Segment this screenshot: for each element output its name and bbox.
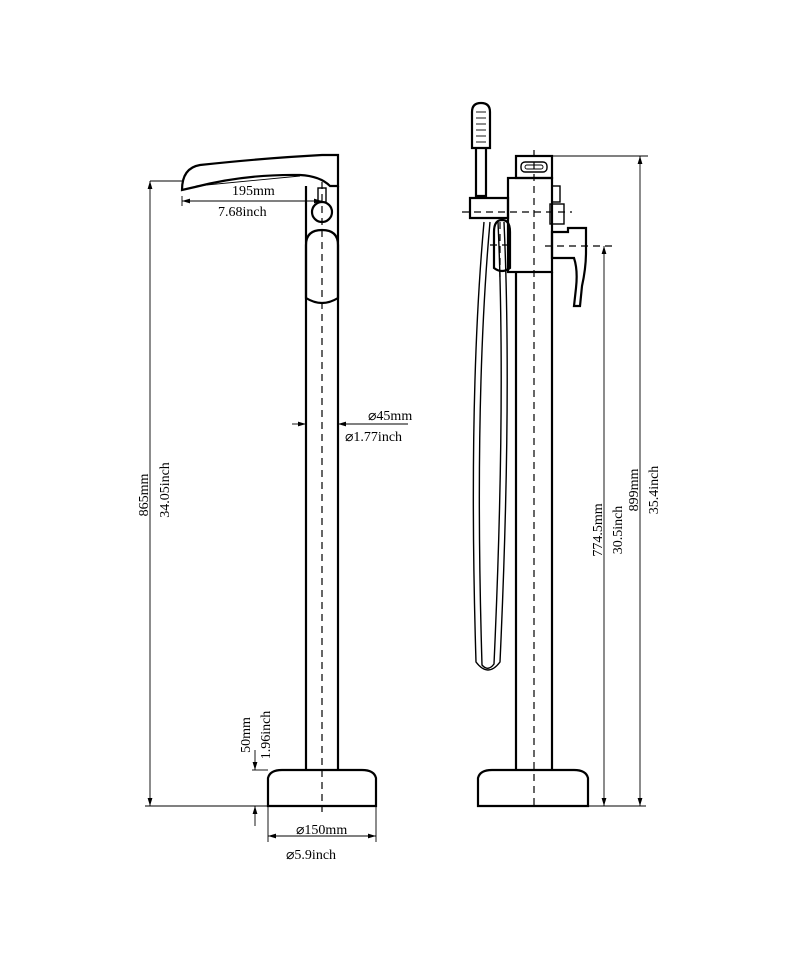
overall-height-inch: 35.4inch	[647, 466, 662, 515]
shower-holder	[468, 196, 510, 220]
overall-height-mm: 899mm	[627, 469, 642, 512]
handle-height-inch: 30.5inch	[611, 506, 626, 555]
side-view: 774.5mm 30.5inch 899mm 35.4inch	[462, 101, 662, 810]
shower-hose	[478, 221, 502, 669]
pipe-diameter-mm: ⌀45mm	[368, 409, 412, 424]
side-pin	[551, 185, 561, 203]
base-diameter-inch: ⌀5.9inch	[286, 848, 336, 863]
front-view: 195mm 7.68inch ⌀45mm ⌀1.77inch 865mm 34.…	[137, 153, 412, 863]
base-height-inch: 1.96inch	[259, 711, 274, 760]
spout-reach-mm: 195mm	[232, 184, 275, 199]
base-diameter-mm: ⌀150mm	[296, 823, 347, 838]
pipe-diameter-inch: ⌀1.77inch	[345, 430, 402, 445]
front-base	[266, 768, 378, 808]
base-height-mm: 50mm	[239, 717, 254, 753]
spout-reach-inch: 7.68inch	[218, 205, 267, 220]
handle-height-mm: 774.5mm	[591, 503, 606, 556]
side-base	[476, 768, 590, 808]
front-handle	[304, 228, 340, 305]
total-height-inch: 34.05inch	[158, 462, 173, 518]
side-valve-body	[506, 176, 554, 274]
shower-grid	[476, 111, 486, 143]
side-lever	[550, 226, 588, 308]
hand-shower	[470, 101, 492, 150]
front-spout	[180, 153, 340, 192]
total-height-mm: 865mm	[137, 474, 152, 517]
